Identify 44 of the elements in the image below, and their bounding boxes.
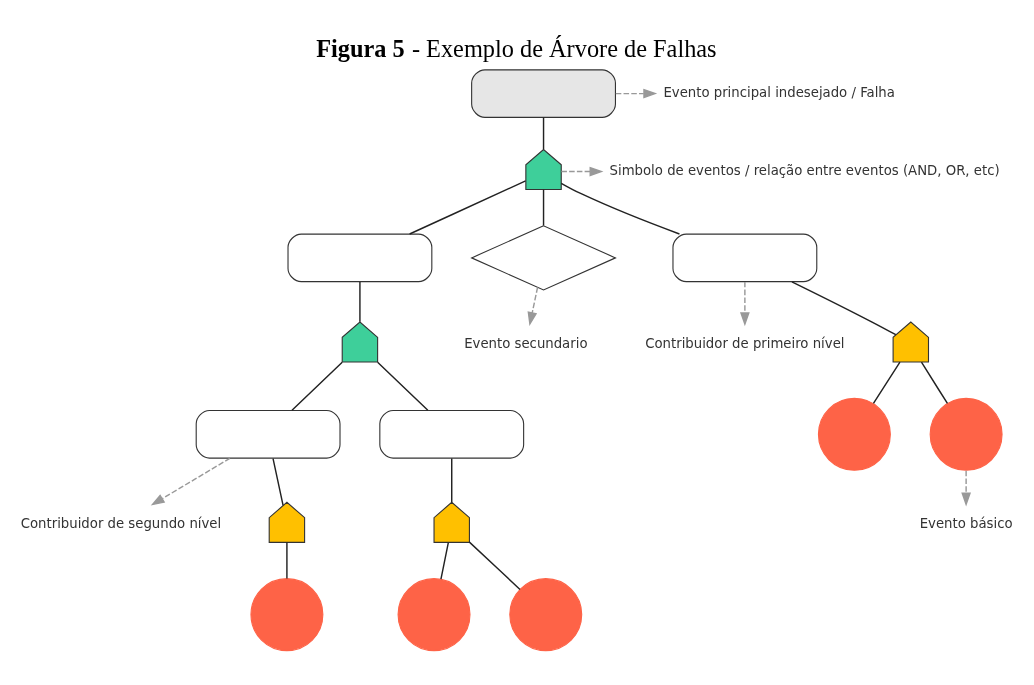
arrow (615, 88, 658, 99)
node-gate (341, 321, 379, 363)
arrow (527, 286, 539, 326)
connector (440, 541, 450, 580)
connector (791, 281, 897, 336)
diagram-title: Figura 5 - Exemplo de Árvore de Falhas (316, 35, 717, 63)
arrow (740, 281, 750, 327)
node-text: Evento principal indesejado / Falha (663, 85, 895, 101)
node-gate (433, 501, 470, 543)
node-text: Contribuidor de segundo nível (20, 515, 222, 531)
node-box (672, 233, 818, 283)
node-gate (525, 148, 562, 191)
connector (451, 457, 453, 503)
node-text: Simbolo de eventos / relação entre eventos (AND, OR, etc) (609, 163, 1000, 179)
connector (408, 180, 527, 235)
node-diamond (470, 225, 617, 291)
node-circle (817, 397, 891, 471)
node-circle (250, 578, 324, 652)
node-box (195, 409, 341, 459)
node-text: Evento básico (919, 515, 1013, 531)
node-box (287, 233, 433, 283)
arrow (961, 469, 971, 507)
connector (286, 541, 288, 580)
node-box (471, 69, 616, 118)
connector (359, 281, 361, 323)
connector (920, 361, 949, 405)
connector (542, 189, 545, 227)
node-gate (892, 321, 930, 363)
connector (468, 541, 521, 591)
arrow (560, 166, 604, 177)
connector (542, 116, 545, 151)
connector (272, 457, 284, 507)
arrow (150, 457, 231, 506)
node-gate (268, 501, 306, 543)
node-box (379, 409, 525, 459)
node-circle (397, 578, 471, 652)
connector (872, 361, 901, 405)
node-circle (929, 397, 1003, 471)
node-text: Evento secundario (464, 335, 588, 351)
connector (291, 361, 343, 412)
connector (376, 361, 429, 412)
node-text: Contribuidor de primeiro nível (645, 335, 845, 351)
connector (560, 182, 681, 235)
node-circle (509, 578, 583, 652)
